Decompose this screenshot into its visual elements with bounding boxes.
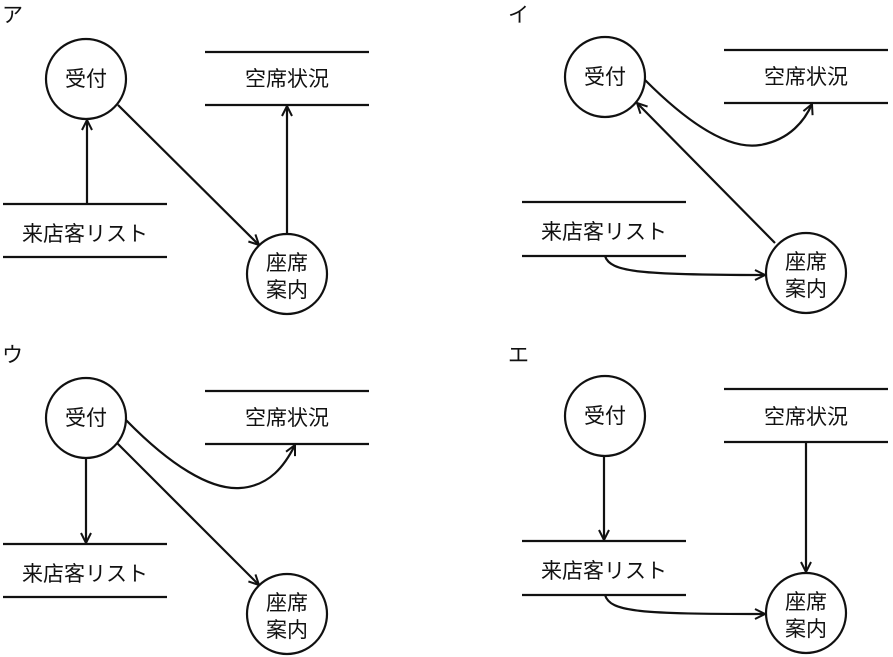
process-label-line2: 案内 [266,618,308,642]
process-label-line2: 案内 [266,278,308,302]
process-reception: 受付 [44,376,128,460]
process-seating: 座席 案内 [245,572,329,656]
process-label: 受付 [584,65,626,89]
store-label: 空席状況 [764,405,848,429]
store-label: 空席状況 [245,406,329,430]
store-vacancy: 空席状況 [205,389,369,446]
process-label: 受付 [65,406,107,430]
diagram-b: イ 受付 空席状況 来店客リスト 座席 案内 [508,3,888,315]
store-label: 来店客リスト [541,220,667,244]
diagram-d: エ 受付 空席状況 来店客リスト 座席 案内 [508,343,888,655]
flow-reception-to-vacancy [644,79,812,147]
process-label-line1: 座席 [785,590,827,614]
process-label-line1: 座席 [266,591,308,615]
diagram-c: ウ 受付 空席状況 来店客リスト 座席 案内 [2,343,369,656]
diagram-a: ア 受付 空席状況 来店客リスト 座席 案内 [2,3,369,316]
store-label: 来店客リスト [541,559,667,583]
process-seating: 座席 案内 [245,232,329,316]
process-label-line1: 座席 [785,250,827,274]
store-label: 来店客リスト [22,222,148,246]
store-label: 空席状況 [245,67,329,91]
store-visitor-list: 来店客リスト [3,542,167,599]
option-label: イ [508,3,529,27]
store-label: 来店客リスト [22,562,148,586]
store-vacancy: 空席状況 [724,387,888,444]
flow-visitor-list-to-seating [603,594,765,614]
process-label-line2: 案内 [785,277,827,301]
store-label: 空席状況 [764,65,848,89]
process-label: 受付 [584,404,626,428]
flow-reception-to-seating [116,442,259,585]
option-label: ア [2,3,23,27]
flow-reception-to-vacancy [125,419,295,490]
store-visitor-list: 来店客リスト [3,202,167,259]
flow-seating-to-reception [637,103,776,244]
option-label: エ [508,343,529,367]
process-reception: 受付 [563,35,647,119]
store-vacancy: 空席状況 [724,48,888,105]
flow-reception-to-seating [117,104,259,245]
process-reception: 受付 [563,374,647,458]
process-label: 受付 [65,67,107,91]
store-vacancy: 空席状況 [205,50,369,107]
process-label-line1: 座席 [266,251,308,275]
store-visitor-list: 来店客リスト [522,539,686,597]
flow-visitor-list-to-seating [603,255,765,275]
process-label-line2: 案内 [785,617,827,641]
process-seating: 座席 案内 [764,231,848,315]
process-reception: 受付 [44,37,128,121]
process-seating: 座席 案内 [764,571,848,655]
option-label: ウ [2,343,23,367]
store-visitor-list: 来店客リスト [522,200,686,258]
